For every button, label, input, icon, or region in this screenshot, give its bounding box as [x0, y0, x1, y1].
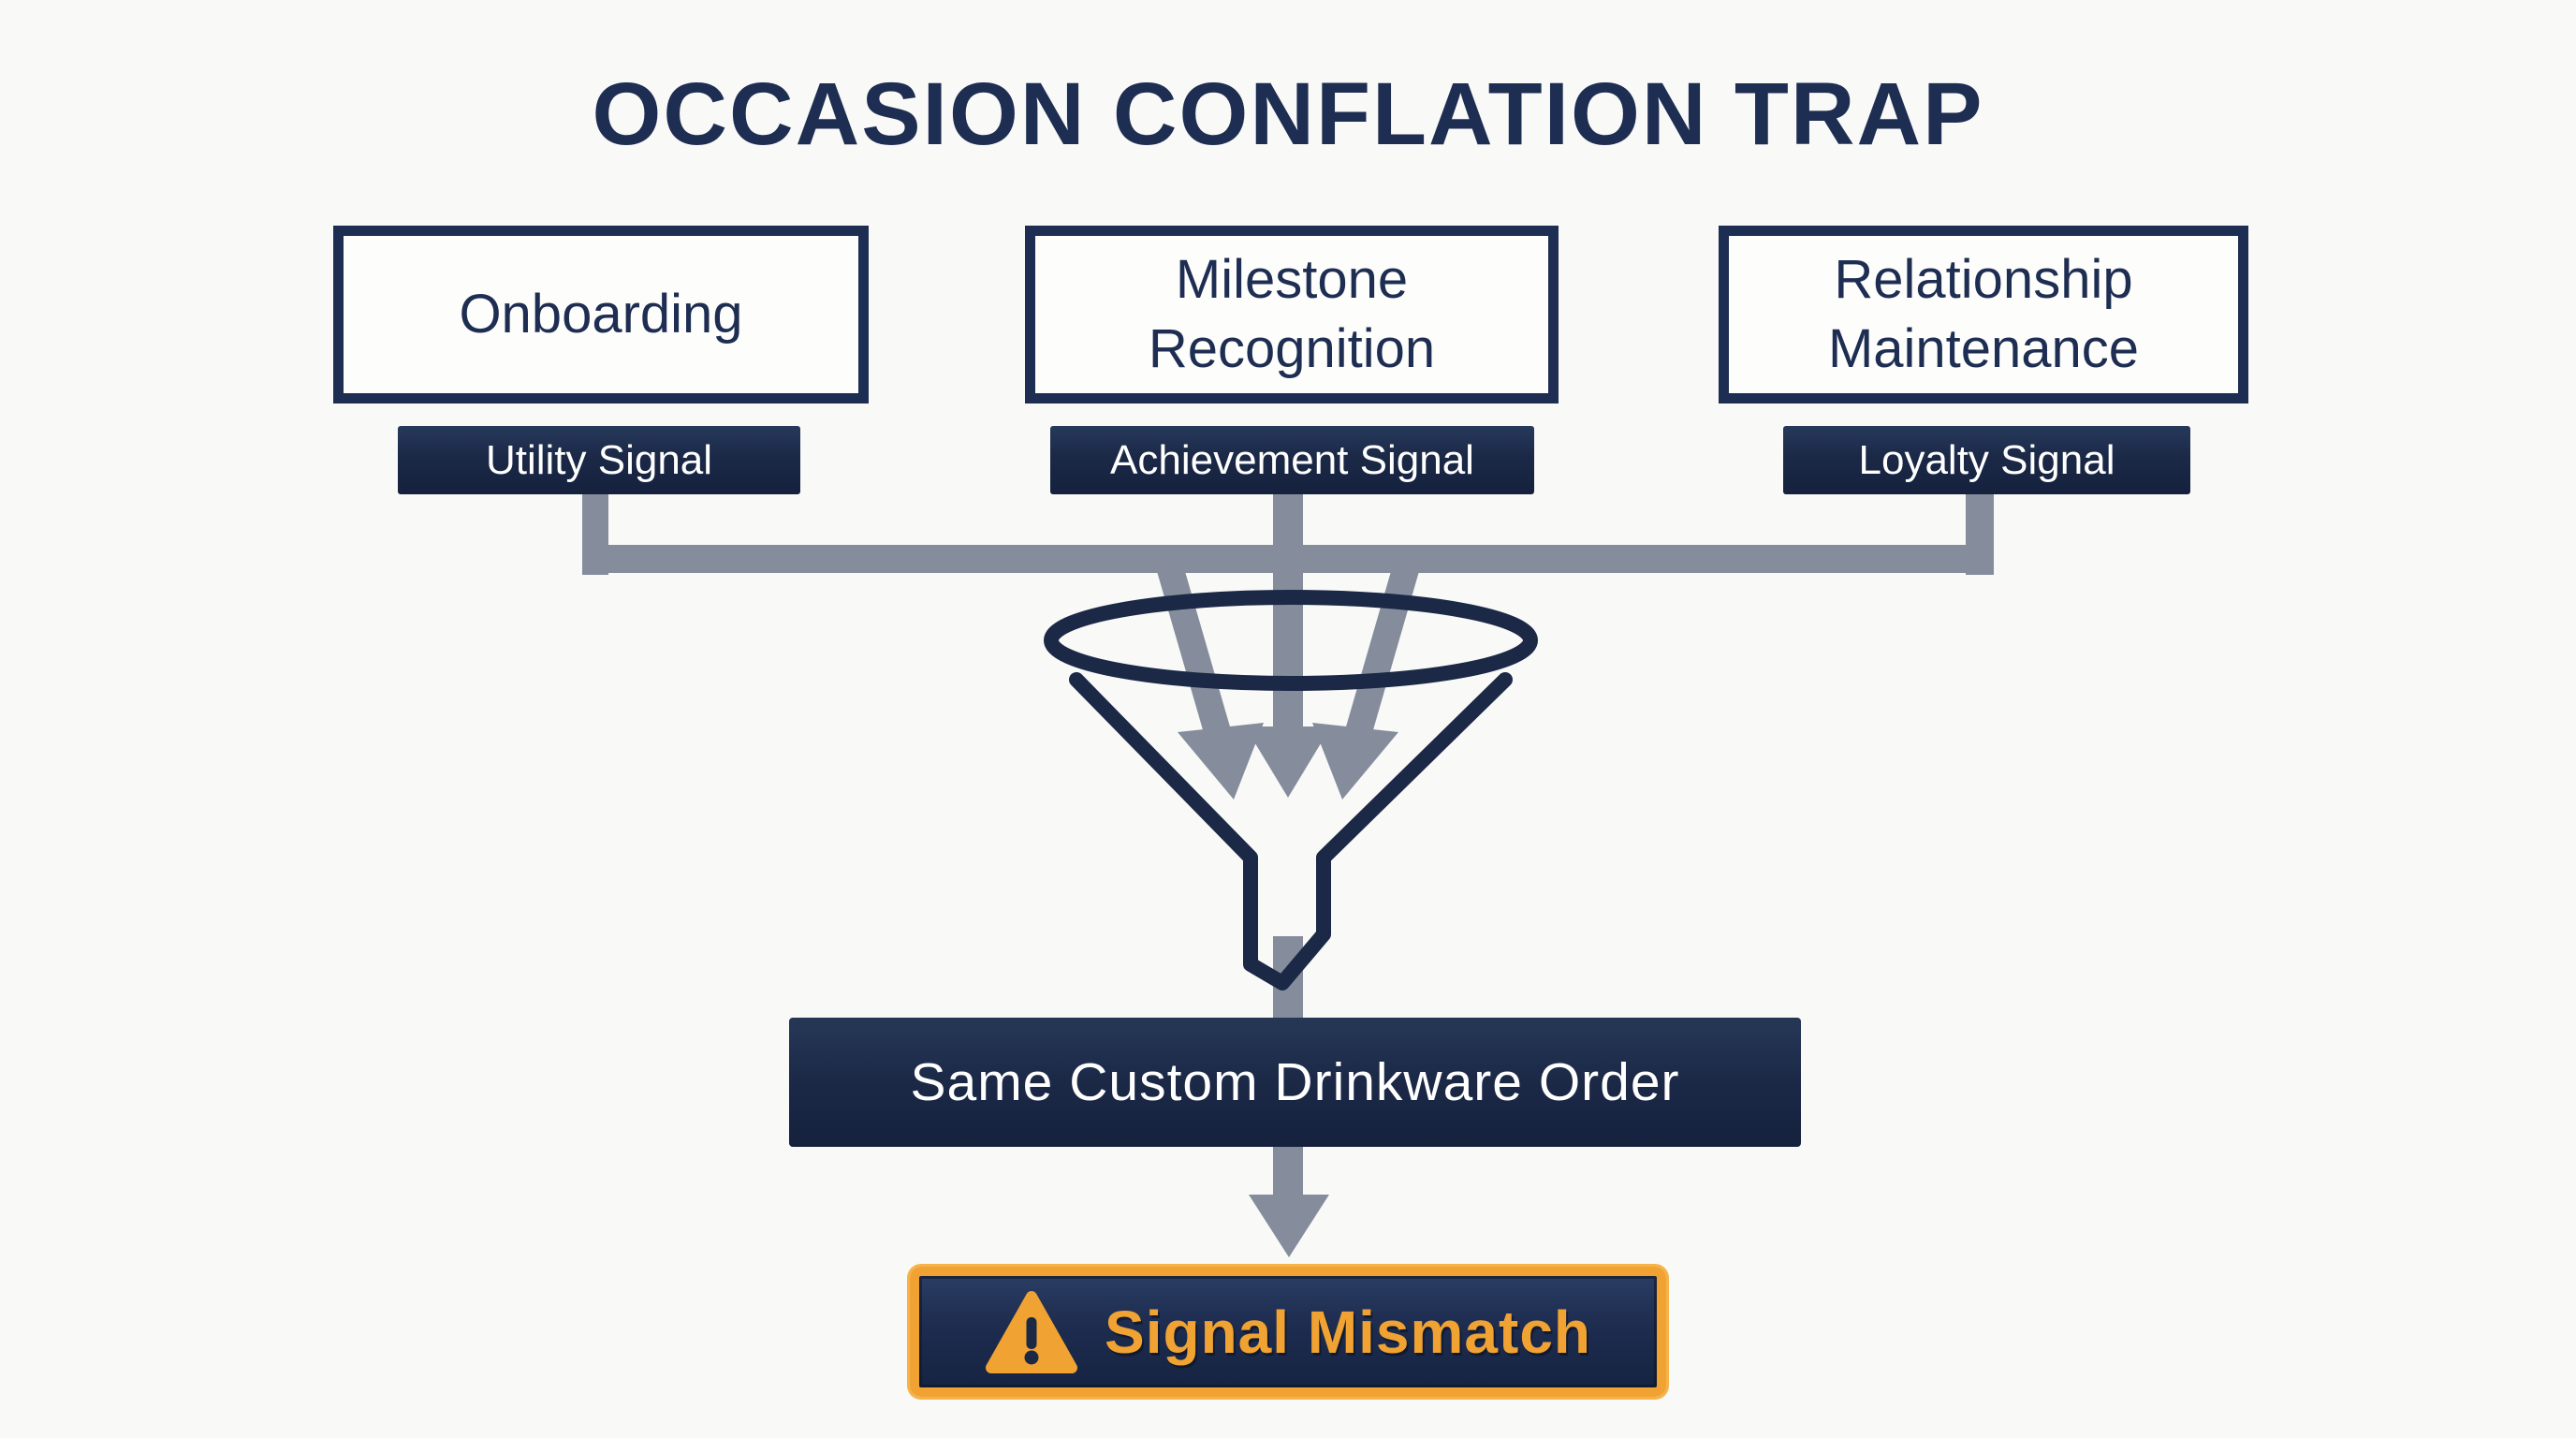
- connector-lines: [582, 491, 1994, 1257]
- warning-box: Signal Mismatch: [910, 1267, 1666, 1397]
- signal-badge-label: Utility Signal: [485, 436, 713, 483]
- occasion-box-relationship-maintenance: Relationship Maintenance: [1719, 226, 2248, 404]
- connector-bar: [582, 545, 1994, 573]
- signal-badge-loyalty: Loyalty Signal: [1783, 426, 2190, 494]
- connector-stub-center: [1273, 492, 1303, 736]
- warning-label: Signal Mismatch: [1105, 1298, 1591, 1366]
- occasion-box-label: Milestone Recognition: [1148, 248, 1436, 379]
- arrow-head-right-icon: [1312, 723, 1398, 800]
- signal-badge-utility: Utility Signal: [398, 426, 800, 494]
- output-box: Same Custom Drinkware Order: [789, 1018, 1801, 1147]
- funnel-icon: [1044, 590, 1538, 990]
- signal-badge-label: Loyalty Signal: [1858, 436, 2115, 483]
- occasion-box-label: Onboarding: [459, 283, 743, 345]
- arrow-down-icon: [1249, 1147, 1329, 1257]
- occasion-box-label: Relationship Maintenance: [1827, 248, 2140, 379]
- connector-drop-left: [1154, 562, 1234, 740]
- arrow-head-left-icon: [1178, 723, 1264, 800]
- occasion-box-milestone-recognition: Milestone Recognition: [1025, 226, 1559, 404]
- signal-badge-label: Achievement Signal: [1110, 436, 1474, 483]
- arrow-head-center-icon: [1245, 726, 1331, 798]
- page-title: OCCASION CONFLATION TRAP: [592, 65, 1984, 164]
- connector-drop-right: [1342, 562, 1422, 740]
- signal-badge-achievement: Achievement Signal: [1050, 426, 1534, 494]
- output-box-label: Same Custom Drinkware Order: [910, 1052, 1680, 1112]
- warning-triangle-icon: [986, 1290, 1077, 1373]
- occasion-box-onboarding: Onboarding: [333, 226, 869, 404]
